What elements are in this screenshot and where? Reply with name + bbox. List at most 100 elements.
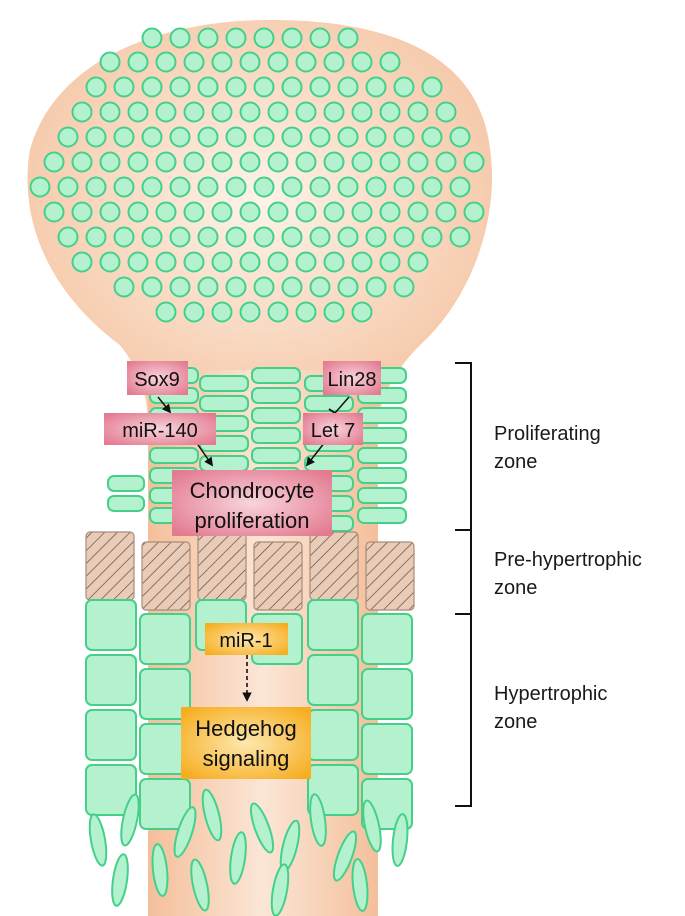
resting-chondrocyte — [113, 126, 135, 148]
proliferating-zone-label: Proliferating zone — [494, 420, 601, 476]
resting-chondrocyte — [393, 226, 415, 248]
resting-chondrocyte — [351, 101, 373, 123]
resting-chondrocyte — [239, 151, 261, 173]
proliferating-zone-line1: Proliferating — [494, 423, 601, 445]
ossification-cell — [362, 799, 382, 853]
resting-chondrocyte — [421, 76, 443, 98]
resting-chondrocyte — [85, 76, 107, 98]
mir140-box — [104, 413, 216, 445]
ossification-cell — [332, 830, 358, 882]
resting-chondrocyte — [113, 76, 135, 98]
resting-chondrocyte — [449, 126, 471, 148]
resting-chondrocyte — [295, 251, 317, 273]
resting-chondrocyte — [141, 76, 163, 98]
resting-chondrocyte — [141, 176, 163, 198]
let7-label: Let 7 — [311, 420, 355, 442]
mir140-label: miR-140 — [122, 420, 198, 442]
resting-chondrocyte — [99, 151, 121, 173]
hypertrophic-zone-line1: Hypertrophic — [494, 683, 608, 705]
resting-chondrocyte — [463, 151, 485, 173]
resting-chondrocyte — [393, 76, 415, 98]
resting-chondrocyte — [323, 301, 345, 323]
resting-chondrocyte — [449, 176, 471, 198]
resting-chondrocyte — [155, 201, 177, 223]
hypertrophic-chondrocyte — [361, 613, 413, 665]
proliferating-chondrocyte — [199, 375, 249, 392]
resting-chondrocyte — [183, 51, 205, 73]
resting-chondrocyte — [351, 201, 373, 223]
resting-zone-cells — [29, 27, 485, 323]
pre-hypertrophic-zone-line1: Pre-hypertrophic — [494, 549, 642, 571]
resting-chondrocyte — [379, 51, 401, 73]
resting-chondrocyte — [155, 301, 177, 323]
resting-chondrocyte — [113, 226, 135, 248]
resting-chondrocyte — [239, 51, 261, 73]
resting-chondrocyte — [379, 201, 401, 223]
resting-chondrocyte — [225, 76, 247, 98]
resting-chondrocyte — [211, 101, 233, 123]
hypertrophic-zone-label: Hypertrophic zone — [494, 680, 607, 736]
resting-chondrocyte — [295, 301, 317, 323]
hypertrophic-chondrocyte — [139, 668, 191, 720]
proliferating-chondrocyte — [357, 407, 407, 424]
resting-chondrocyte — [239, 251, 261, 273]
proliferating-chondrocyte — [107, 475, 145, 492]
resting-chondrocyte — [169, 126, 191, 148]
resting-chondrocyte — [323, 251, 345, 273]
resting-chondrocyte — [113, 176, 135, 198]
resting-chondrocyte — [281, 176, 303, 198]
resting-chondrocyte — [379, 151, 401, 173]
resting-chondrocyte — [309, 226, 331, 248]
proliferating-chondrocyte — [357, 507, 407, 524]
resting-chondrocyte — [57, 126, 79, 148]
hypertrophic-chondrocyte — [139, 613, 191, 665]
ossification-cell — [88, 813, 108, 867]
resting-chondrocyte — [365, 226, 387, 248]
resting-chondrocyte — [253, 226, 275, 248]
resting-chondrocyte — [435, 151, 457, 173]
hypertrophic-chondrocyte — [307, 709, 359, 761]
resting-chondrocyte — [127, 151, 149, 173]
resting-chondrocyte — [155, 51, 177, 73]
ossification-cell — [111, 853, 129, 907]
ossification-cell — [351, 858, 369, 912]
resting-chondrocyte — [421, 176, 443, 198]
proliferating-chondrocyte — [107, 495, 145, 512]
ossification-cell — [190, 858, 210, 912]
resting-chondrocyte — [267, 251, 289, 273]
pre-hypertrophic-chondrocyte — [365, 541, 415, 611]
pre-hypertrophic-chondrocyte — [309, 531, 359, 601]
resting-chondrocyte — [211, 251, 233, 273]
mir1-label: miR-1 — [219, 630, 272, 652]
resting-chondrocyte — [421, 226, 443, 248]
resting-chondrocyte — [281, 226, 303, 248]
resting-chondrocyte — [253, 126, 275, 148]
chondrocyte-proliferation-box — [172, 470, 332, 536]
proliferating-chondrocyte — [304, 395, 354, 412]
resting-chondrocyte — [407, 151, 429, 173]
resting-chondrocyte — [197, 76, 219, 98]
resting-chondrocyte — [85, 126, 107, 148]
proliferating-chondrocyte — [357, 487, 407, 504]
resting-chondrocyte — [351, 251, 373, 273]
proliferating-chondrocyte — [357, 447, 407, 464]
resting-chondrocyte — [99, 101, 121, 123]
ossification-cell — [120, 793, 140, 847]
hypertrophic-chondrocyte — [85, 764, 137, 816]
proliferation-label-line2: proliferation — [195, 508, 310, 533]
resting-chondrocyte — [267, 51, 289, 73]
resting-chondrocyte — [141, 27, 163, 49]
ossification-cell — [309, 793, 327, 847]
ossification-cell — [151, 843, 169, 897]
resting-chondrocyte — [113, 276, 135, 298]
resting-chondrocyte — [57, 176, 79, 198]
resting-chondrocyte — [127, 201, 149, 223]
resting-chondrocyte — [421, 126, 443, 148]
pre-hypertrophic-zone-bracket — [455, 529, 472, 615]
resting-chondrocyte — [379, 251, 401, 273]
resting-chondrocyte — [323, 201, 345, 223]
resting-chondrocyte — [281, 276, 303, 298]
resting-chondrocyte — [99, 201, 121, 223]
resting-chondrocyte — [253, 76, 275, 98]
